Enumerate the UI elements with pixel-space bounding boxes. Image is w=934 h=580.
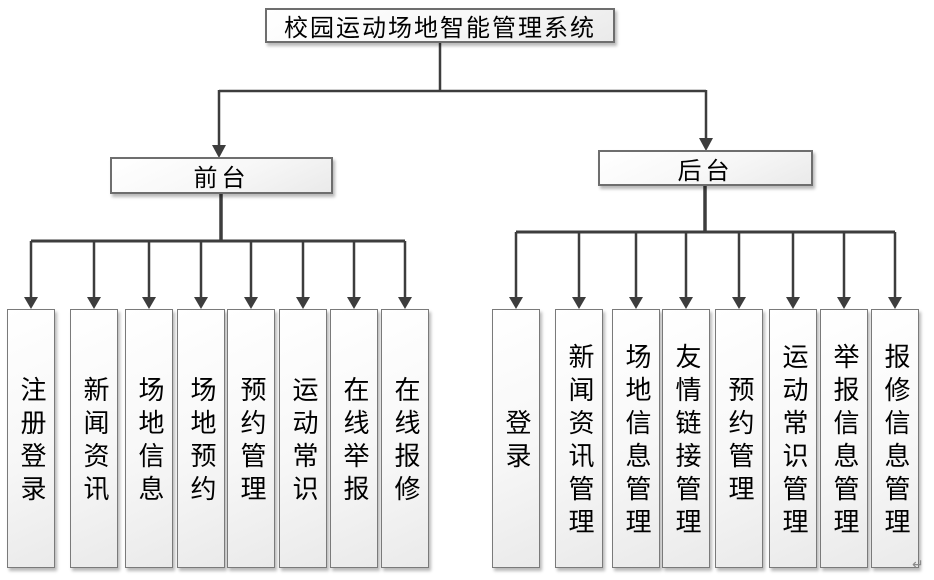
leaf-label: 场地预约 (187, 376, 216, 508)
leaf-booking-management: 预约管理 (227, 309, 275, 568)
root-node-label: 校园运动场地智能管理系统 (284, 16, 596, 42)
branch-backend-label: 后台 (677, 158, 734, 185)
leaf-label: 报修信息管理 (881, 343, 910, 541)
leaf-booking-management-admin: 预约管理 (715, 309, 763, 568)
leaf-sports-knowledge: 运动常识 (279, 309, 327, 568)
leaf-label: 在线举报 (340, 376, 369, 508)
leaf-venue-info-management: 场地信息管理 (612, 309, 660, 568)
leaf-admin-login: 登录 (492, 309, 540, 568)
leaf-label: 友情链接管理 (672, 343, 701, 541)
leaf-label: 在线报修 (391, 376, 420, 508)
branch-frontend: 前台 (110, 157, 333, 194)
leaf-label: 预约管理 (725, 376, 754, 508)
leaf-label: 预约管理 (237, 376, 266, 508)
leaf-friendly-links-management: 友情链接管理 (662, 309, 710, 568)
paragraph-mark: ↵ (912, 556, 924, 572)
leaf-online-report: 在线举报 (330, 309, 378, 568)
leaf-venue-booking: 场地预约 (177, 309, 225, 568)
leaf-news: 新闻资讯 (70, 309, 118, 568)
leaf-report-info-management: 举报信息管理 (820, 309, 868, 568)
branch-frontend-label: 前台 (193, 166, 250, 192)
leaf-news-management: 新闻资讯管理 (555, 309, 603, 568)
leaf-repair-info-management: 报修信息管理 (871, 309, 919, 568)
leaf-label: 新闻资讯 (80, 376, 109, 508)
root-node: 校园运动场地智能管理系统 (265, 8, 615, 43)
leaf-label: 举报信息管理 (830, 343, 859, 541)
leaf-sports-knowledge-management: 运动常识管理 (769, 309, 817, 568)
leaf-online-repair: 在线报修 (381, 309, 429, 568)
leaf-label: 场地信息 (135, 376, 164, 508)
leaf-register-login: 注册登录 (7, 309, 55, 568)
branch-backend: 后台 (598, 150, 813, 186)
leaf-label: 新闻资讯管理 (565, 343, 594, 541)
leaf-label: 运动常识管理 (779, 343, 808, 541)
leaf-label: 运动常识 (289, 376, 318, 508)
leaf-label: 注册登录 (17, 376, 46, 508)
leaf-label: 登录 (502, 409, 531, 475)
leaf-label: 场地信息管理 (622, 343, 651, 541)
leaf-venue-info: 场地信息 (125, 309, 173, 568)
